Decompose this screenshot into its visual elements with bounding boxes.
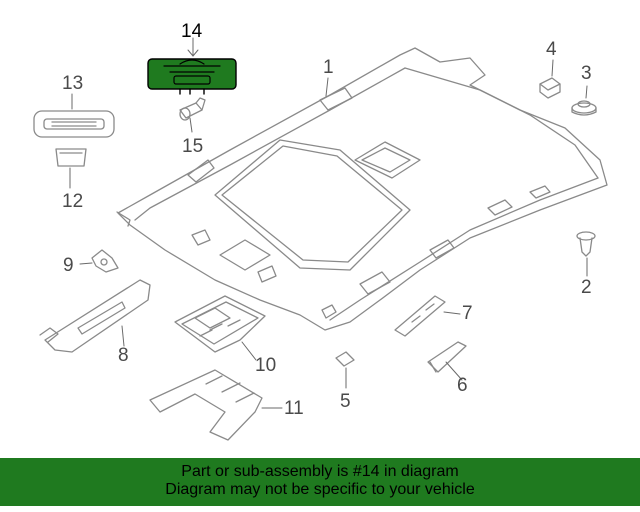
callout-11[interactable]: 11 bbox=[284, 398, 304, 419]
callout-12[interactable]: 12 bbox=[62, 191, 84, 212]
banner-line-1: Part or sub-assembly is #14 in diagram bbox=[181, 463, 459, 480]
callout-14[interactable]: 14 bbox=[181, 21, 203, 42]
callout-7[interactable]: 7 bbox=[462, 303, 473, 324]
callout-1[interactable]: 1 bbox=[323, 57, 334, 78]
sun-visor-part-8 bbox=[39, 279, 151, 353]
leader-lines bbox=[69, 37, 588, 409]
info-banner: Part or sub-assembly is #14 in diagram D… bbox=[0, 458, 640, 506]
callout-4[interactable]: 4 bbox=[546, 39, 557, 60]
callout-8[interactable]: 8 bbox=[118, 345, 129, 366]
callout-15[interactable]: 15 bbox=[182, 136, 204, 157]
lens-part-12 bbox=[55, 148, 87, 167]
callout-10[interactable]: 10 bbox=[255, 355, 277, 376]
dome-lamp-part-10 bbox=[174, 295, 266, 353]
callout-3[interactable]: 3 bbox=[581, 63, 592, 84]
push-clip-part-2 bbox=[576, 231, 596, 257]
bracket-part-15 bbox=[179, 97, 206, 121]
grab-handle-part-6 bbox=[427, 341, 467, 373]
bracket-part-7 bbox=[394, 295, 446, 337]
callout-5[interactable]: 5 bbox=[340, 391, 351, 412]
fastener-part-4 bbox=[539, 77, 561, 99]
trim-cover-part-11 bbox=[149, 369, 263, 441]
callout-9[interactable]: 9 bbox=[63, 255, 74, 276]
clip-part-9 bbox=[91, 249, 119, 273]
banner-line-2: Diagram may not be specific to your vehi… bbox=[165, 481, 475, 498]
cap-part-5 bbox=[335, 351, 355, 367]
callout-6[interactable]: 6 bbox=[457, 375, 468, 396]
callout-2[interactable]: 2 bbox=[581, 277, 592, 298]
overhead-console-part-13 bbox=[33, 110, 115, 138]
headliner-part[interactable] bbox=[116, 47, 608, 331]
callout-13[interactable]: 13 bbox=[62, 73, 84, 94]
rearview-mirror-part-14[interactable] bbox=[147, 58, 237, 95]
parts-diagram bbox=[33, 37, 608, 441]
button-part-3 bbox=[571, 100, 597, 116]
